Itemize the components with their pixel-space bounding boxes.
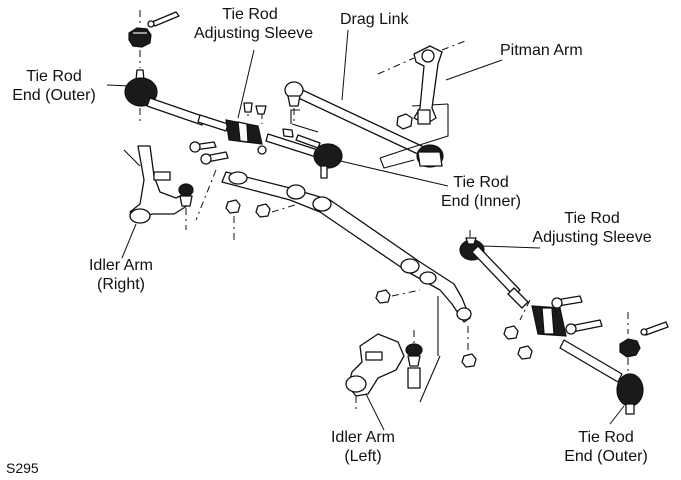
- label-line: Tie Rod: [453, 174, 509, 191]
- label-pitman-arm: Pitman Arm: [500, 41, 583, 60]
- label-tie-rod-adjusting-sleeve-right: Tie Rod Adjusting Sleeve: [522, 209, 662, 247]
- pitman-nut: [396, 113, 413, 130]
- idler-arm-left: [345, 296, 441, 410]
- label-line: (Left): [344, 448, 382, 465]
- idler-arm-right: [123, 145, 217, 230]
- label-tie-rod-end-outer-left: Tie Rod End (Outer): [6, 67, 102, 105]
- pitman-arm: [377, 39, 469, 125]
- adjusting-sleeve-top: [225, 102, 267, 155]
- label-line: Drag Link: [340, 11, 409, 28]
- figure-code: S295: [6, 460, 39, 476]
- label-tie-rod-end-outer-right: Tie Rod End (Outer): [556, 428, 656, 466]
- tie-rod-end-outer-right: [559, 312, 669, 415]
- label-line: End (Inner): [440, 193, 522, 210]
- tie-rod-end-inner-right: [459, 230, 529, 309]
- tie-rod-end-inner: [265, 133, 343, 179]
- label-line: (Right): [96, 276, 145, 293]
- leader-lines: [106, 29, 625, 431]
- adjusting-sleeve-right: [503, 295, 603, 360]
- center-link-nuts: [225, 199, 477, 368]
- label-idler-arm-right: Idler Arm (Right): [76, 256, 166, 294]
- label-line: Tie Rod: [222, 6, 278, 23]
- center-link: [221, 171, 472, 323]
- drag-link: [284, 81, 444, 168]
- label-line: Tie Rod: [564, 210, 620, 227]
- castle-nut-top-left: [128, 27, 152, 68]
- label-line: End (Outer): [12, 87, 96, 104]
- frame-outline: [290, 103, 449, 169]
- clamp-bolts-top: [189, 128, 321, 165]
- label-drag-link: Drag Link: [340, 10, 408, 29]
- label-tie-rod-end-inner: Tie Rod End (Inner): [432, 173, 530, 211]
- label-line: End (Outer): [564, 448, 648, 465]
- label-line: Adjusting Sleeve: [194, 25, 314, 42]
- cotter-pin-top-left: [139, 10, 180, 28]
- label-line: Idler Arm: [88, 257, 153, 274]
- label-idler-arm-left: Idler Arm (Left): [318, 428, 408, 466]
- label-line: Adjusting Sleeve: [532, 229, 652, 246]
- tie-rod-end-outer-left: [124, 69, 229, 132]
- label-line: Idler Arm: [330, 429, 395, 446]
- label-line: Pitman Arm: [500, 42, 583, 59]
- label-line: Tie Rod: [578, 429, 634, 446]
- label-line: Tie Rod: [26, 68, 82, 85]
- label-tie-rod-adjusting-sleeve-top: Tie Rod Adjusting Sleeve: [194, 5, 314, 43]
